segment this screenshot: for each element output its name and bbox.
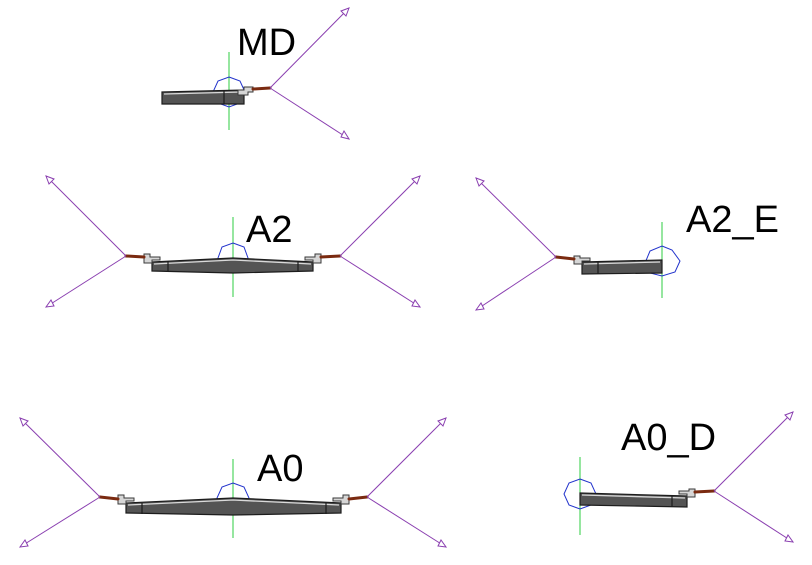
md-force-arrow-down: [269, 87, 350, 140]
a2-arrowhead-left-up: [45, 175, 55, 185]
a2-arrowhead-right-up: [411, 175, 421, 185]
a0-bracket-left: [117, 494, 135, 505]
md-rod: [251, 86, 272, 91]
a2e-label: A2_E: [686, 199, 779, 241]
a0d-hinge-circle: [563, 478, 597, 510]
md-beam-highlight: [163, 91, 243, 95]
a0-arrowhead-right-up: [437, 417, 447, 427]
a0-force-arrow-left-down: [19, 496, 101, 548]
md-arrowhead-up: [340, 7, 350, 17]
a0-force-arrow-right-up: [366, 417, 447, 498]
a2e-force-arrow-down: [475, 256, 557, 311]
a0d-rod: [693, 489, 716, 494]
a2e-rod: [554, 255, 576, 261]
md-arrowhead-down: [340, 129, 351, 140]
a0-arrowhead-left-up: [19, 417, 29, 427]
a2-force-arrow-right-up: [339, 175, 421, 257]
a0-label: A0: [257, 448, 303, 490]
component-a0: A0: [18, 417, 448, 548]
a2e-arrowhead-down: [474, 302, 485, 311]
a2-force-arrow-left-up: [45, 175, 127, 257]
a0d-bracket: [678, 488, 696, 498]
a2-rod-left: [124, 254, 146, 259]
a2e-hinge-circle: [644, 245, 681, 277]
a2e-arrowhead-up: [475, 177, 485, 187]
md-force-arrow-up: [269, 7, 350, 89]
a0d-force-arrow-down: [713, 490, 794, 543]
a2-rod-right: [319, 254, 342, 259]
a0-force-arrow-left-up: [19, 417, 101, 498]
a2-label: A2: [246, 209, 292, 251]
component-a2e: A2_E: [474, 177, 779, 311]
a2-beam-highlight: [153, 259, 312, 265]
component-md: MD: [161, 7, 351, 140]
a0-rod-right: [347, 495, 369, 501]
a0d-arrowhead-up: [784, 411, 794, 421]
a2-arrowhead-left-down: [44, 299, 55, 308]
a2e-bracket: [573, 255, 591, 265]
a0-force-arrow-right-down: [366, 496, 447, 548]
a0d-label: A0_D: [621, 417, 716, 459]
a0d-beam: [579, 492, 688, 508]
a2-force-arrow-left-down: [45, 255, 127, 308]
md-label: MD: [237, 22, 296, 64]
component-a2: A2: [44, 175, 422, 308]
component-a0d: A0_D: [563, 411, 795, 543]
a0-arrowhead-left-down: [18, 539, 29, 548]
a0-rod-left: [98, 495, 120, 501]
a2-force-arrow-right-down: [339, 255, 421, 308]
a0d-beam-highlight: [581, 494, 686, 499]
a2-bracket-right: [304, 253, 322, 264]
a0d-force-arrow-up: [713, 411, 794, 492]
a0-bracket-right: [332, 494, 350, 505]
a2-arrowhead-right-down: [411, 299, 422, 308]
md-bracket: [237, 86, 254, 96]
a2-bracket-left: [143, 253, 161, 264]
md-hinge-circle: [212, 76, 246, 108]
a0-beam-highlight: [127, 499, 340, 506]
a0-arrowhead-right-down: [437, 539, 448, 548]
a2e-beam-highlight: [583, 261, 661, 265]
a0d-arrowhead-down: [784, 534, 795, 543]
a2e-force-arrow-up: [475, 177, 557, 258]
